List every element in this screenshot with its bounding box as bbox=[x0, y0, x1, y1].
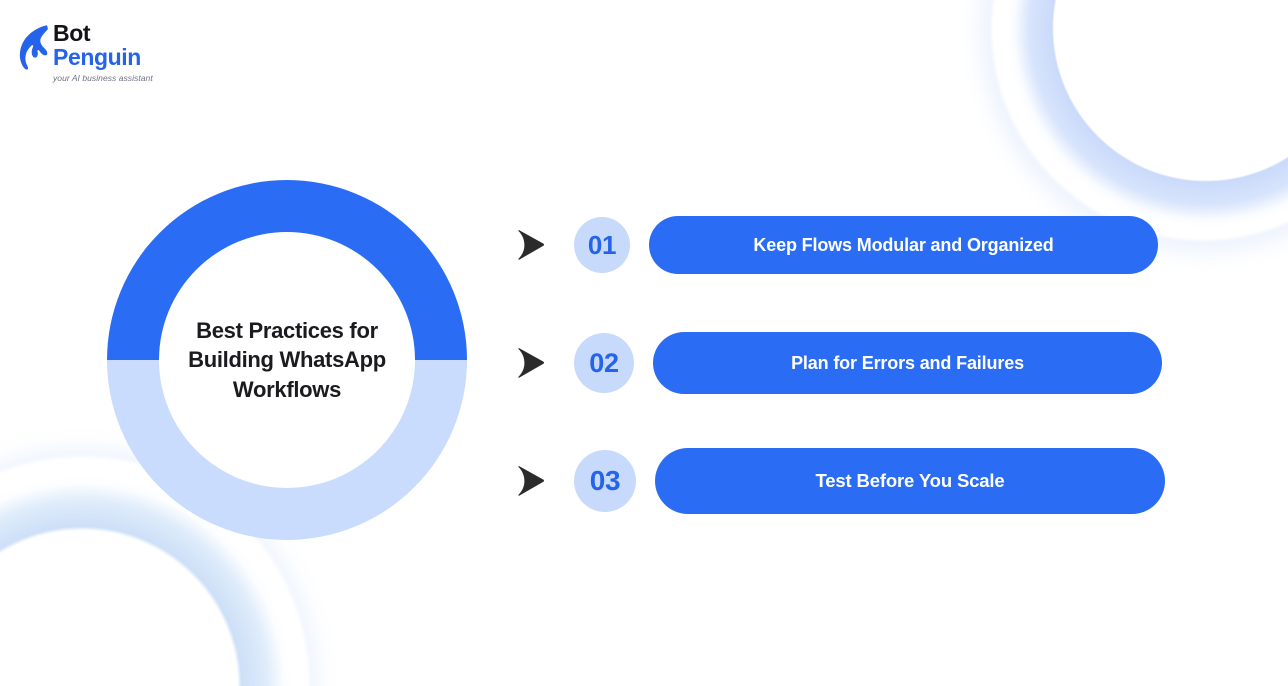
brand-tagline: your AI business assistant bbox=[53, 73, 153, 83]
step-label-pill[interactable]: Keep Flows Modular and Organized bbox=[649, 216, 1158, 274]
step-row: 01 Keep Flows Modular and Organized bbox=[516, 186, 1196, 304]
play-arrow-icon bbox=[518, 230, 544, 260]
brand-logo: Bot Penguin your AI business assistant bbox=[18, 22, 153, 83]
play-arrow-icon bbox=[518, 348, 544, 378]
donut-center: Best Practices for Building WhatsApp Wor… bbox=[159, 232, 415, 488]
step-label-pill[interactable]: Plan for Errors and Failures bbox=[653, 332, 1162, 394]
step-label-pill[interactable]: Test Before You Scale bbox=[655, 448, 1165, 514]
step-number-badge: 03 bbox=[574, 450, 636, 512]
step-number-badge: 01 bbox=[574, 217, 630, 273]
brand-name-bot: Bot bbox=[53, 20, 91, 46]
brand-wordmark: Bot Penguin your AI business assistant bbox=[53, 22, 153, 83]
steps-list: 01 Keep Flows Modular and Organized 02 P… bbox=[516, 186, 1196, 540]
step-row: 03 Test Before You Scale bbox=[516, 422, 1196, 540]
play-arrow-icon bbox=[518, 466, 544, 496]
brand-name-penguin: Penguin bbox=[53, 44, 141, 70]
step-row: 02 Plan for Errors and Failures bbox=[516, 304, 1196, 422]
page-title: Best Practices for Building WhatsApp Wor… bbox=[188, 318, 386, 402]
penguin-icon bbox=[19, 25, 48, 70]
donut-chart: Best Practices for Building WhatsApp Wor… bbox=[107, 180, 467, 540]
step-number-badge: 02 bbox=[574, 333, 634, 393]
